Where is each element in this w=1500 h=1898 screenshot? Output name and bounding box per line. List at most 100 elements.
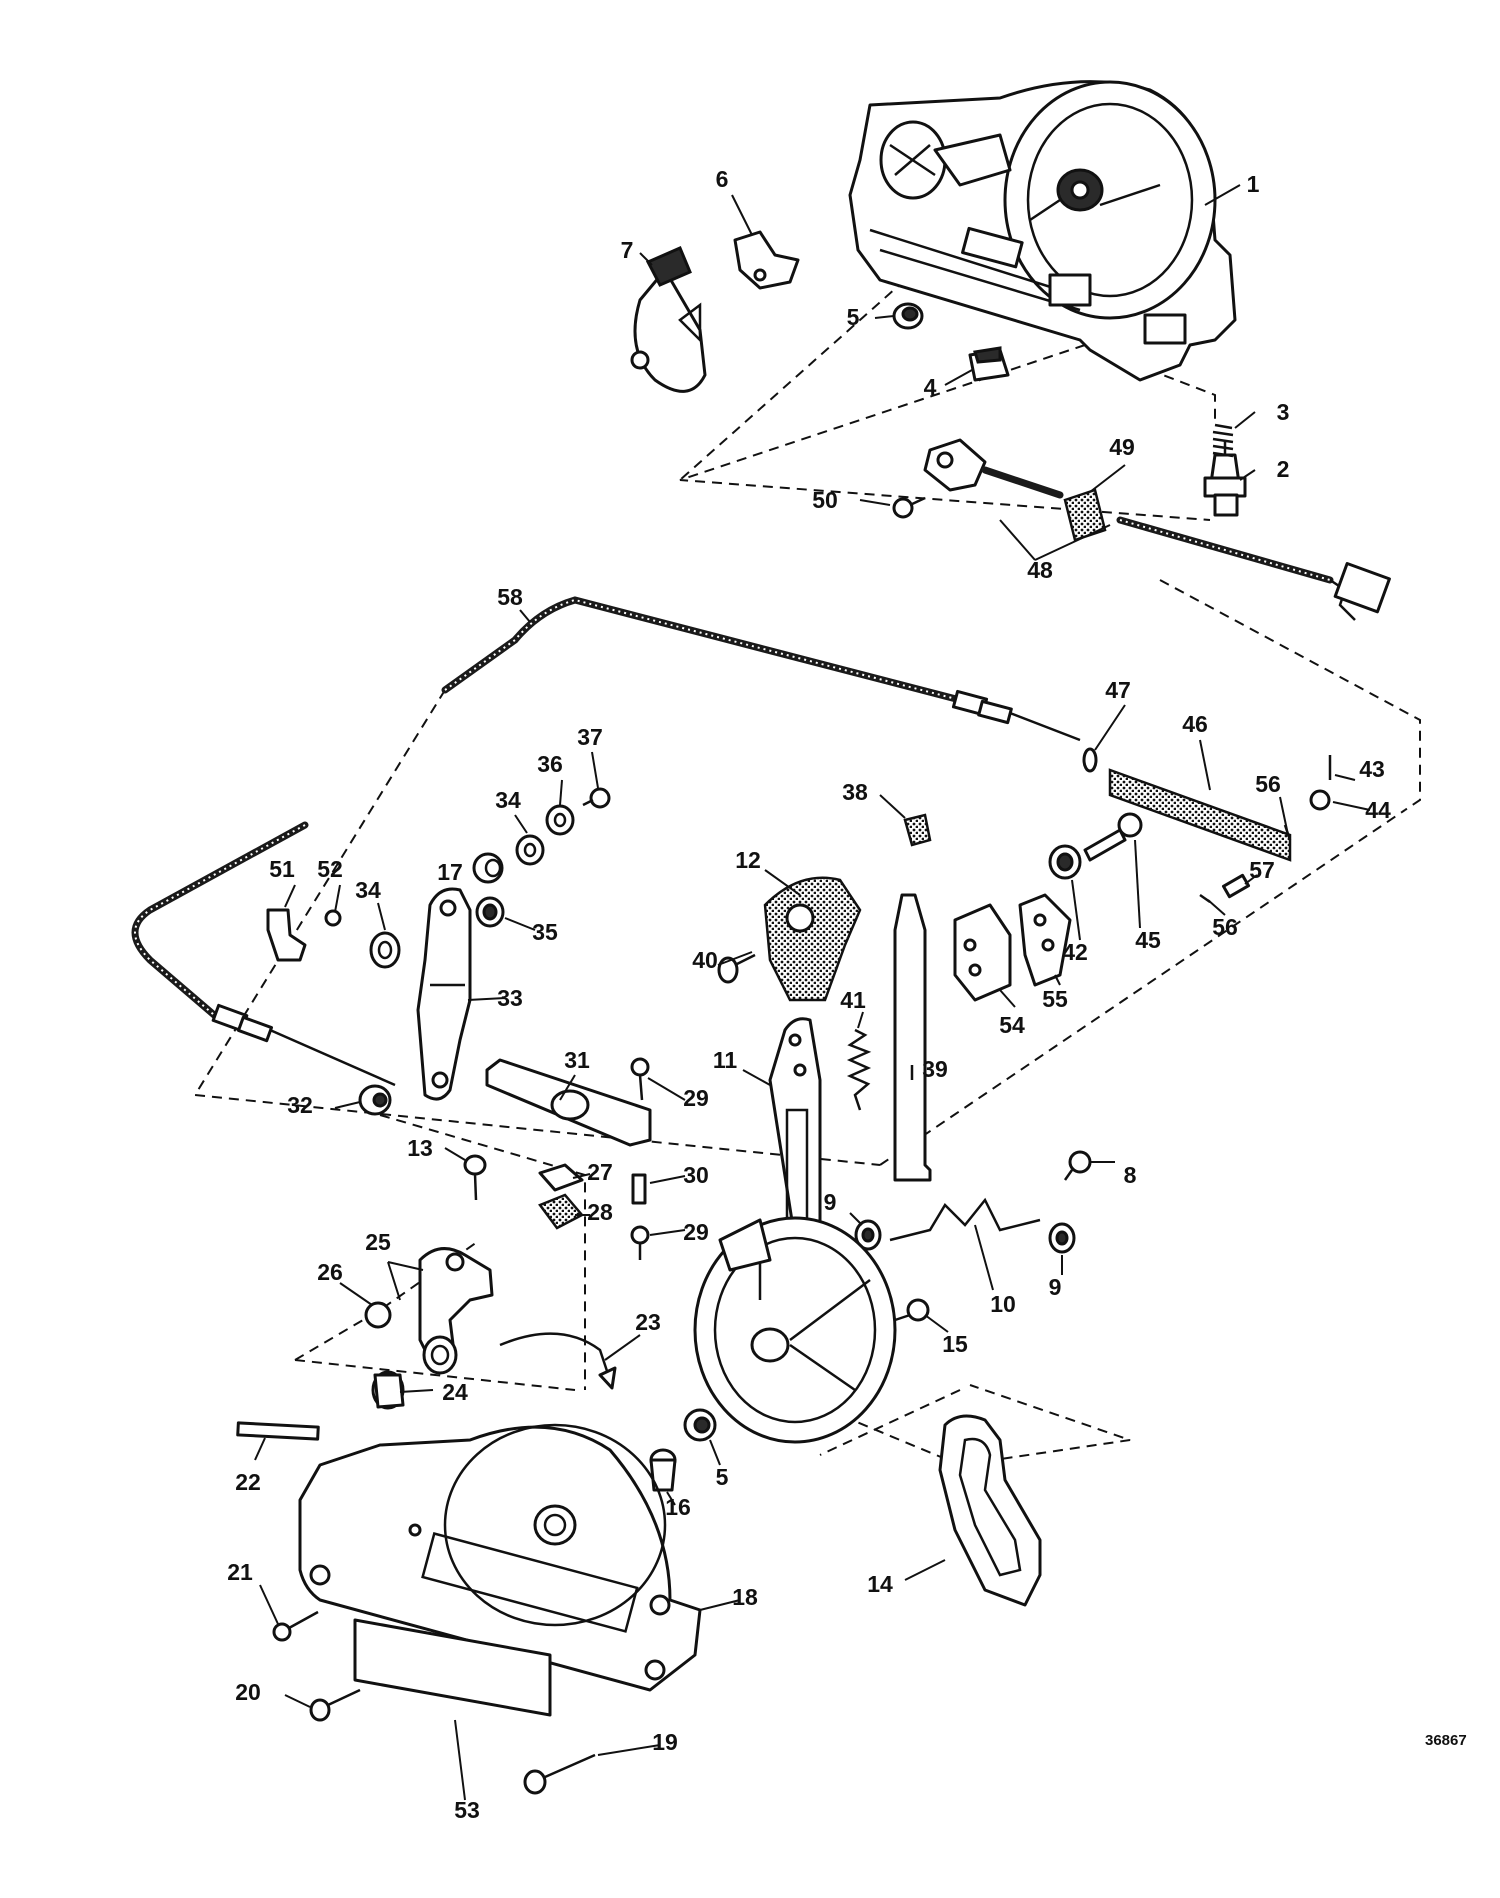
- callout-c24: 24: [442, 1379, 468, 1405]
- part-7-throttle-cam: [630, 246, 707, 393]
- callout-c36: 36: [537, 751, 563, 777]
- callout-c39: 39: [922, 1056, 948, 1082]
- part-58-throttle-cable: [131, 596, 1081, 1087]
- callout-c18: 18: [732, 1584, 758, 1610]
- part-12-handle-knob: [763, 876, 862, 1002]
- part-9-washer-left: [854, 1219, 882, 1251]
- part-6-cam-plate: [733, 230, 800, 290]
- part-37-screw: [582, 787, 611, 809]
- part-42-washer: [1048, 844, 1082, 880]
- callout-c53: 53: [454, 1797, 480, 1823]
- callout-c23: 23: [635, 1309, 661, 1335]
- part-18-cover: [298, 1423, 702, 1692]
- callout-c28: 28: [587, 1199, 613, 1225]
- callout-c19: 19: [652, 1729, 678, 1755]
- part-26-screw: [364, 1301, 392, 1329]
- part-47-clip: [1082, 747, 1098, 773]
- callout-c57: 57: [1249, 857, 1275, 883]
- callout-c29a: 29: [683, 1085, 709, 1111]
- part-29-screw-top: [630, 1057, 650, 1101]
- callout-c1: 1: [1247, 171, 1260, 197]
- callout-c56b: 56: [1212, 914, 1238, 940]
- part-41-spring: [846, 1028, 872, 1111]
- callout-c47: 47: [1105, 677, 1131, 703]
- part-5-bushing-top: [892, 302, 924, 330]
- part-1-control-housing: [848, 80, 1237, 382]
- part-45-bolt: [1083, 812, 1143, 862]
- part-53-decal-plate: [353, 1618, 552, 1717]
- callout-c46: 46: [1182, 711, 1208, 737]
- part-20-screw: [309, 1688, 361, 1722]
- callout-c51: 51: [269, 856, 295, 882]
- part-24-bushing: [371, 1370, 405, 1410]
- callout-c43: 43: [1359, 756, 1385, 782]
- callout-c22: 22: [235, 1469, 261, 1495]
- callout-c33: 33: [497, 985, 523, 1011]
- callout-c40: 40: [692, 947, 718, 973]
- part-50-screw: [892, 496, 926, 519]
- part-40-screw: [717, 953, 756, 984]
- callout-c54: 54: [999, 1012, 1025, 1038]
- callout-leader-lines: [254, 184, 1371, 1801]
- part-19-screw: [523, 1753, 596, 1795]
- part-17-bushing: [472, 852, 504, 884]
- part-10-detent-spring: [889, 1197, 1041, 1242]
- callout-c48: 48: [1027, 557, 1053, 583]
- callout-c6: 6: [716, 166, 729, 192]
- part-13-screw: [463, 1154, 487, 1201]
- callout-c7: 7: [621, 237, 634, 263]
- callout-c11: 11: [713, 1047, 738, 1073]
- part-28-block: [538, 1193, 584, 1230]
- callout-c2: 2: [1277, 456, 1290, 482]
- part-51-clip: [266, 908, 307, 962]
- part-33-shift-lever: [416, 887, 472, 1101]
- callout-c38: 38: [842, 779, 868, 805]
- part-55-bracket: [1018, 893, 1072, 987]
- callout-c35: 35: [532, 919, 558, 945]
- callout-c44: 44: [1365, 797, 1391, 823]
- callout-c55: 55: [1042, 986, 1068, 1012]
- assembly-guide-lines: [193, 279, 1421, 1467]
- part-4-block: [968, 346, 1010, 382]
- callout-c4: 4: [924, 374, 937, 400]
- callout-c14: 14: [867, 1571, 893, 1597]
- callout-c5a: 5: [847, 304, 860, 330]
- callout-c16: 16: [665, 1494, 691, 1520]
- part-14-shift-plate: [938, 1414, 1042, 1607]
- part-38-block: [903, 813, 932, 847]
- part-30-pin: [631, 1173, 647, 1205]
- part-34-washer-top: [515, 834, 545, 866]
- part-25-shift-arm: [418, 1247, 494, 1375]
- callout-c12: 12: [735, 847, 761, 873]
- part-22-decal: [236, 1421, 320, 1441]
- callout-c26: 26: [317, 1259, 343, 1285]
- callout-c20: 20: [235, 1679, 261, 1705]
- part-44-nut: [1309, 789, 1331, 811]
- callout-c49: 49: [1109, 434, 1135, 460]
- callout-c42: 42: [1062, 939, 1088, 965]
- part-21-screw: [272, 1610, 319, 1642]
- callout-c9a: 9: [824, 1189, 837, 1215]
- callout-c56a: 56: [1255, 771, 1281, 797]
- callout-c34a: 34: [355, 877, 381, 903]
- callout-c25: 25: [365, 1229, 391, 1255]
- part-2-neutral-switch: [1203, 440, 1247, 517]
- callout-c5b: 5: [716, 1464, 729, 1490]
- part-48-wire-harness: [923, 438, 1391, 621]
- callout-c27: 27: [587, 1159, 613, 1185]
- callout-c3: 3: [1277, 399, 1290, 425]
- part-39-lever-arm: [893, 893, 932, 1182]
- callout-c9b: 9: [1049, 1274, 1062, 1300]
- part-46-shift-rod-sleeve: [1108, 768, 1292, 862]
- part-9-washer-right: [1048, 1222, 1076, 1254]
- callout-c17: 17: [437, 859, 463, 885]
- callout-c10: 10: [990, 1291, 1016, 1317]
- callout-c30: 30: [683, 1162, 709, 1188]
- callout-c52: 52: [317, 856, 343, 882]
- callout-c34b: 34: [495, 787, 521, 813]
- part-36-washer: [545, 804, 575, 836]
- part-15-screw: [894, 1298, 930, 1322]
- callout-c58: 58: [497, 584, 523, 610]
- callout-c50: 50: [812, 487, 838, 513]
- part-27-clip: [538, 1163, 584, 1192]
